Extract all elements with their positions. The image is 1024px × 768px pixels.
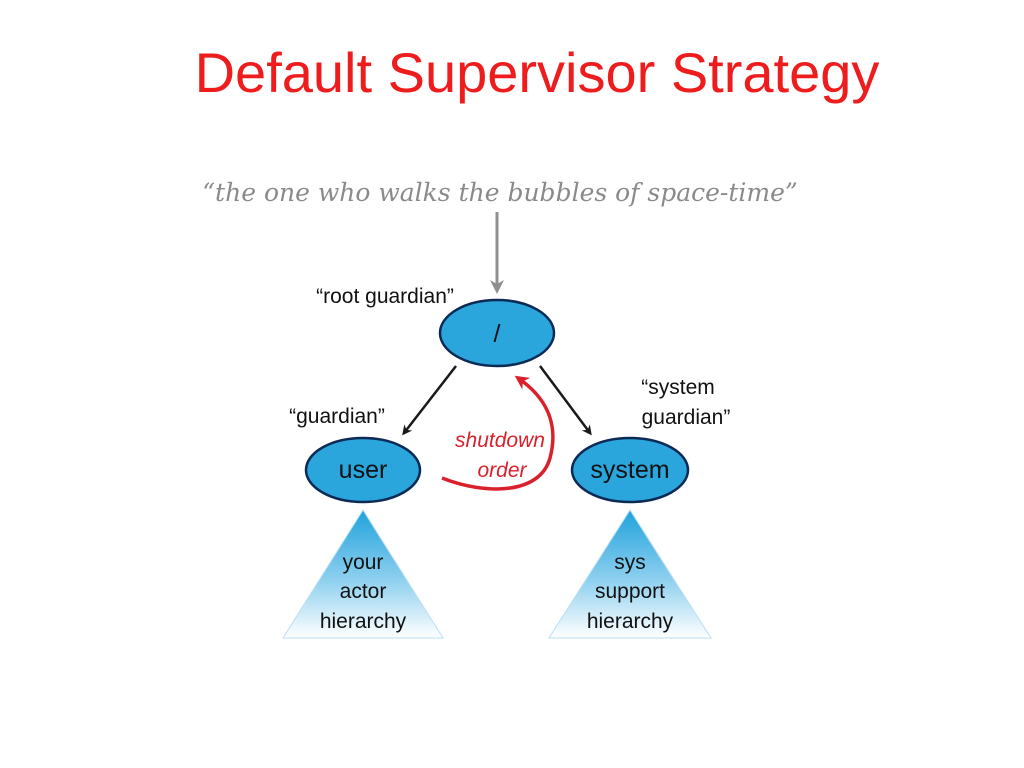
user-hierarchy-line3: hierarchy: [320, 610, 407, 633]
user-node: user: [304, 436, 422, 504]
user-hierarchy-triangle: your actor hierarchy: [282, 509, 444, 639]
shutdown-arrow: [441, 375, 555, 491]
system-hierarchy-triangle: sys support hierarchy: [548, 509, 712, 639]
system-guardian-label-line1: “system: [641, 376, 715, 399]
root-guardian-label: “root guardian”: [316, 285, 454, 308]
system-hierarchy-line2: support: [595, 580, 665, 603]
shutdown-label-line1: shutdown: [455, 429, 545, 452]
slide-title: Default Supervisor Strategy: [194, 41, 880, 104]
system-node: system: [570, 436, 690, 504]
root-to-user-arrow: [402, 365, 457, 436]
user-hierarchy-line1: your: [343, 551, 384, 574]
guardian-label: “guardian”: [289, 405, 385, 428]
root-node: /: [438, 298, 556, 368]
root-to-system-arrow: [538, 365, 592, 436]
system-hierarchy-line1: sys: [614, 551, 646, 574]
shutdown-label-line2: order: [477, 459, 527, 482]
quote-label: “the one who walks the bubbles of space-…: [202, 178, 797, 207]
system-guardian-label-line2: guardian”: [642, 406, 731, 429]
user-node-label: user: [339, 456, 388, 484]
system-node-label: system: [590, 456, 669, 484]
user-hierarchy-line2: actor: [340, 580, 387, 603]
root-node-label: /: [494, 320, 501, 348]
system-hierarchy-line3: hierarchy: [587, 610, 674, 633]
